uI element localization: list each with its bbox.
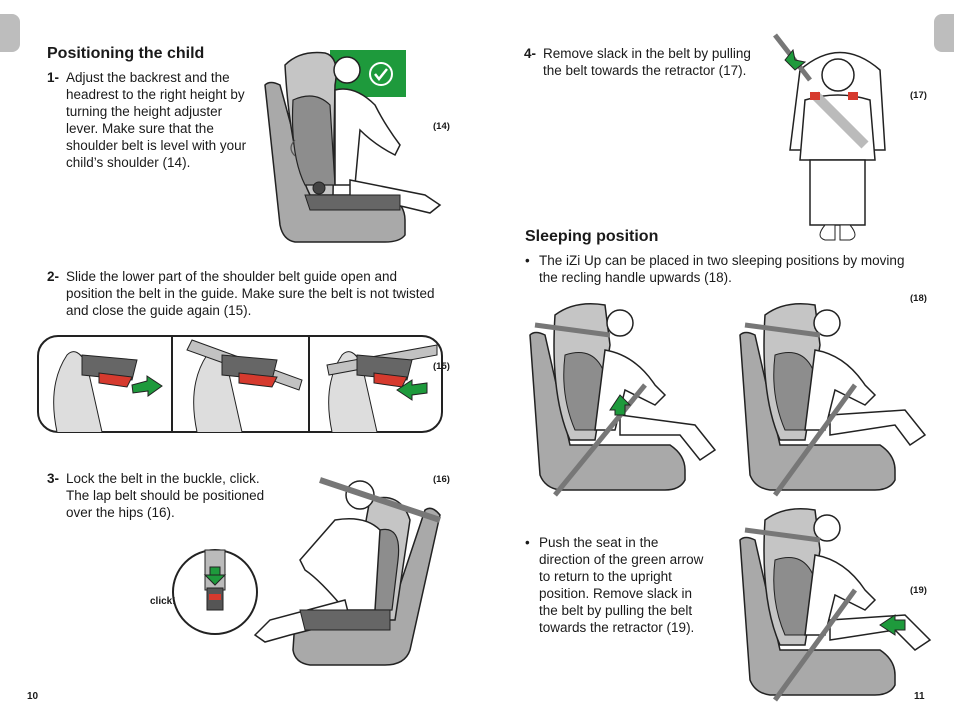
check-icon <box>369 62 393 86</box>
step-1: 1- Adjust the backrest and the headrest … <box>47 69 257 179</box>
step-2-number: 2- <box>47 269 60 284</box>
step-4-text: Remove slack in the belt by pulling the … <box>543 46 751 78</box>
illustration-fig18b <box>739 303 927 497</box>
arrow-down-icon <box>203 566 227 586</box>
bullet-1: • The iZi Up can be placed in two sleepi… <box>525 252 910 288</box>
page-number-left: 10 <box>27 691 39 702</box>
step-2-text: Slide the lower part of the shoulder bel… <box>66 269 435 318</box>
panel-2 <box>186 339 303 433</box>
click-label: click! <box>150 596 176 607</box>
bullet-1-text: The iZi Up can be placed in two sleeping… <box>539 253 905 285</box>
bullet-1-mark: • <box>525 253 530 268</box>
panel-1 <box>53 351 163 433</box>
step-4: 4- Remove slack in the belt by pulling t… <box>524 45 764 81</box>
page-number-right: 11 <box>914 691 925 702</box>
bullet-2-text: Push the seat in the direction of the gr… <box>539 535 704 635</box>
step-2: 2- Slide the lower part of the shoulder … <box>47 268 447 320</box>
figure-label-16: (16) <box>433 474 450 485</box>
step-3-text: Lock the belt in the buckle, click. The … <box>66 471 265 520</box>
illustration-fig16 <box>172 477 441 666</box>
arrow-up-icon <box>784 48 807 71</box>
bullet-2: • Push the seat in the direction of the … <box>525 534 715 638</box>
arrow-left-icon <box>879 614 906 636</box>
illustration-fig17 <box>773 33 886 241</box>
figure-label-15: (15) <box>433 361 450 372</box>
step-3: 3- Lock the belt in the buckle, click. T… <box>47 470 277 522</box>
step-4-number: 4- <box>524 46 537 61</box>
step-1-number: 1- <box>47 70 60 85</box>
step-1-text: Adjust the backrest and the headrest to … <box>66 70 247 170</box>
page-tab-right <box>934 14 954 52</box>
illustration-fig14 <box>264 50 442 243</box>
figure-label-17: (17) <box>910 90 927 101</box>
arrow-up-icon <box>609 394 632 416</box>
figure-label-19: (19) <box>910 585 927 596</box>
illustration-fig19 <box>739 508 932 702</box>
heading-sleeping: Sleeping position <box>525 228 659 245</box>
bullet-2-mark: • <box>525 535 530 550</box>
panel-3 <box>326 344 438 433</box>
figure-label-18: (18) <box>910 293 927 304</box>
illustration-fig15 <box>37 335 443 433</box>
figure-label-14: (14) <box>433 121 450 132</box>
heading-positioning: Positioning the child <box>47 45 205 62</box>
illustration-fig18a <box>529 303 717 497</box>
page-tab-left <box>0 14 20 52</box>
step-3-number: 3- <box>47 471 60 486</box>
